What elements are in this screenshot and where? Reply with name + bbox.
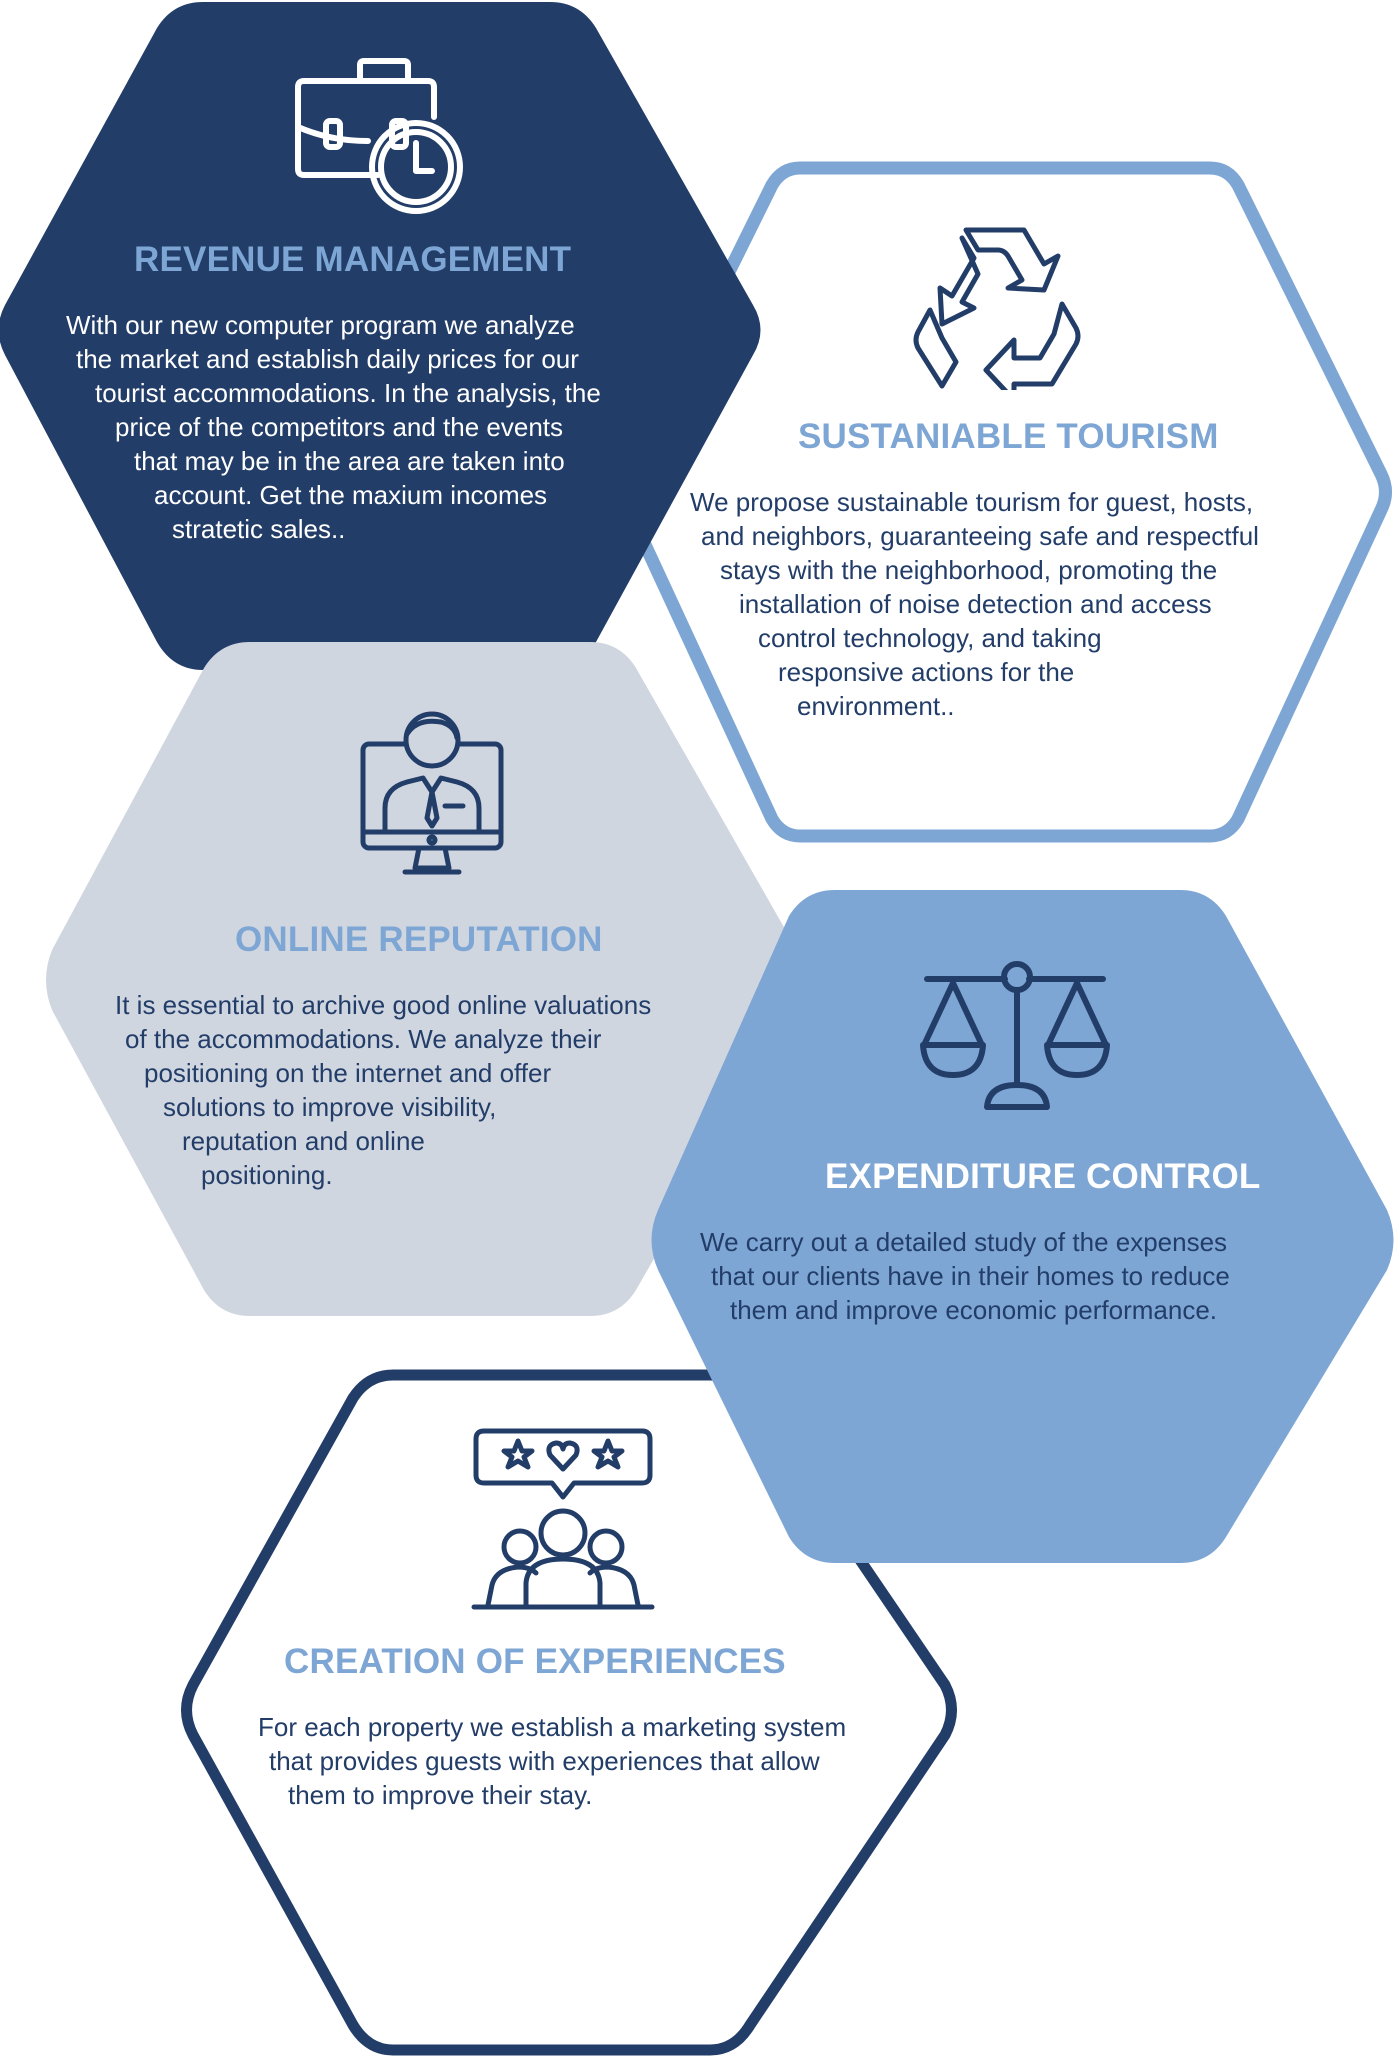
- sustainable-tourism-title: SUSTANIABLE TOURISM: [798, 417, 1219, 456]
- revenue-management-block: REVENUE MANAGEMENT With our new computer…: [66, 240, 666, 546]
- sustainable-tourism-block: SUSTANIABLE TOURISM We propose sustainab…: [690, 417, 1340, 723]
- revenue-management-line: With our new computer program we analyze: [66, 310, 575, 340]
- monitor-person-icon: [360, 711, 504, 875]
- revenue-management-title: REVENUE MANAGEMENT: [134, 240, 572, 279]
- sustainable-tourism-line: stays with the neighborhood, promoting t…: [720, 555, 1218, 585]
- sustainable-tourism-line: and neighbors, guaranteeing safe and res…: [701, 521, 1259, 551]
- briefcase-clock-icon: [295, 58, 463, 214]
- online-reputation-block: ONLINE REPUTATION It is essential to arc…: [115, 920, 735, 1192]
- revenue-management-line: stratetic sales..: [172, 514, 346, 544]
- creation-of-experiences-line: that provides guests with experiences th…: [269, 1746, 820, 1776]
- revenue-management-line: that may be in the area are taken into: [134, 446, 565, 476]
- expenditure-control-block: EXPENDITURE CONTROL We carry out a detai…: [700, 1157, 1320, 1327]
- hexagon-online-reputation: [46, 642, 804, 1316]
- creation-of-experiences-line: them to improve their stay.: [288, 1780, 593, 1810]
- hexagon-expenditure-control: [651, 890, 1394, 1563]
- sustainable-tourism-line: control technology, and taking: [758, 623, 1102, 653]
- group-reviews-icon: [471, 1428, 655, 1610]
- online-reputation-line: positioning.: [201, 1160, 333, 1190]
- online-reputation-line: positioning on the internet and offer: [144, 1058, 552, 1088]
- expenditure-control-line: them and improve economic performance.: [730, 1295, 1218, 1325]
- expenditure-control-line: We carry out a detailed study of the exp…: [700, 1227, 1228, 1257]
- expenditure-control-title: EXPENDITURE CONTROL: [825, 1157, 1261, 1196]
- revenue-management-line: price of the competitors and the events: [115, 412, 564, 442]
- creation-of-experiences-title: CREATION OF EXPERIENCES: [284, 1642, 786, 1681]
- sustainable-tourism-line: responsive actions for the: [778, 657, 1075, 687]
- online-reputation-line: reputation and online: [182, 1126, 425, 1156]
- recycle-icon: [913, 227, 1081, 390]
- revenue-management-line: the market and establish daily prices fo…: [76, 344, 579, 374]
- hexagon-revenue-management: [0, 2, 761, 670]
- expenditure-control-line: that our clients have in their homes to …: [711, 1261, 1230, 1291]
- creation-of-experiences-block: CREATION OF EXPERIENCES For each propert…: [258, 1642, 938, 1812]
- creation-of-experiences-line: For each property we establish a marketi…: [258, 1712, 847, 1742]
- sustainable-tourism-line: We propose sustainable tourism for guest…: [690, 487, 1254, 517]
- online-reputation-line: It is essential to archive good online v…: [115, 990, 652, 1020]
- sustainable-tourism-line: environment..: [797, 691, 955, 721]
- balance-scale-icon: [920, 961, 1110, 1110]
- online-reputation-line: solutions to improve visibility,: [163, 1092, 497, 1122]
- sustainable-tourism-line: installation of noise detection and acce…: [739, 589, 1212, 619]
- revenue-management-line: account. Get the maxium incomes: [154, 480, 548, 510]
- online-reputation-title: ONLINE REPUTATION: [235, 920, 603, 959]
- revenue-management-line: tourist accommodations. In the analysis,…: [95, 378, 601, 408]
- online-reputation-line: of the accommodations. We analyze their: [125, 1024, 602, 1054]
